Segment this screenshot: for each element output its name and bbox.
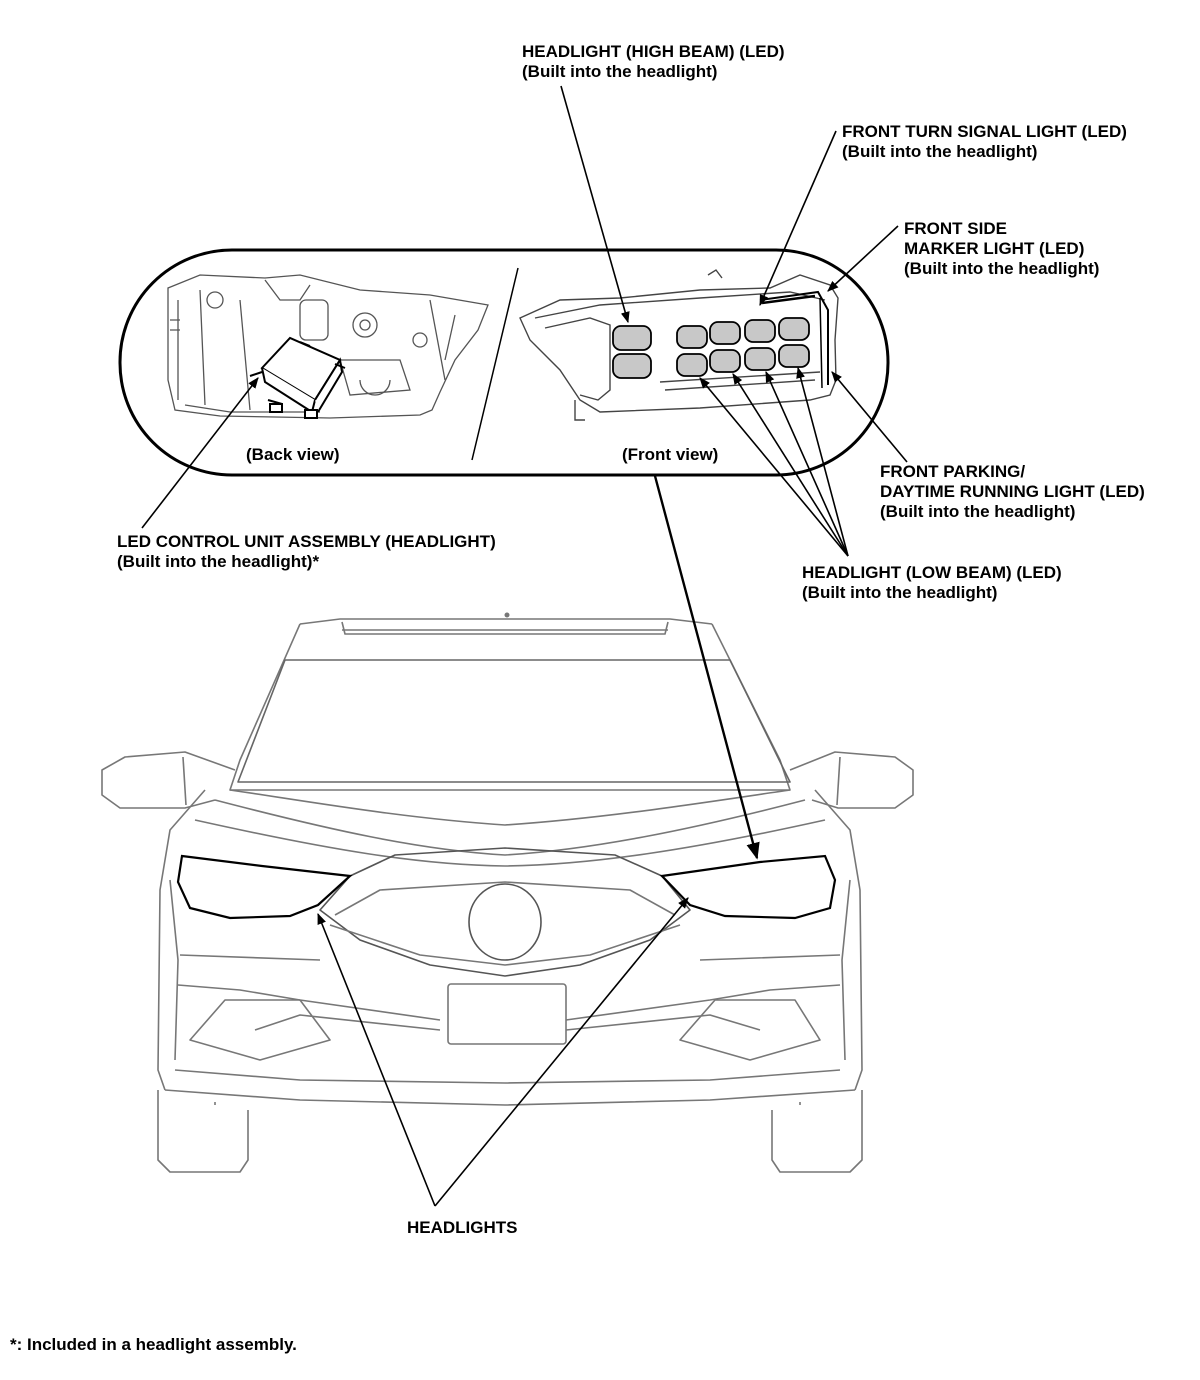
callout-high-beam-line1: HEADLIGHT (HIGH BEAM) (LED) — [522, 42, 785, 61]
callout-led-control-unit-line2: (Built into the headlight)* — [117, 552, 320, 571]
leader-low-beam-3 — [765, 370, 849, 557]
leader-side-marker — [827, 225, 899, 292]
leader-turn-signal — [759, 130, 837, 307]
callout-led-control-unit-line1: LED CONTROL UNIT ASSEMBLY (HEADLIGHT) — [117, 532, 496, 551]
inset-divider — [471, 267, 519, 461]
leader-headlight-right — [434, 897, 689, 1207]
callout-low-beam-line2: (Built into the headlight) — [802, 583, 998, 602]
led-control-unit-box — [249, 336, 346, 419]
car-headlights — [176, 854, 837, 920]
callout-low-beam: HEADLIGHT (LOW BEAM) (LED) (Built into t… — [802, 563, 1062, 603]
leader-low-beam-4 — [796, 366, 849, 557]
front-view-label: (Front view) — [622, 445, 719, 464]
leader-lines — [141, 85, 908, 1207]
callout-low-beam-line1: HEADLIGHT (LOW BEAM) (LED) — [802, 563, 1062, 582]
callout-side-marker-line1: FRONT SIDE — [904, 219, 1007, 238]
callout-turn-signal-line2: (Built into the headlight) — [842, 142, 1038, 161]
right-headlight — [659, 854, 837, 920]
inset-frame — [118, 248, 890, 477]
callout-turn-signal: FRONT TURN SIGNAL LIGHT (LED) (Built int… — [842, 122, 1127, 162]
car-front-outline — [101, 618, 914, 1173]
callout-parking-drl-line1: FRONT PARKING/ — [880, 462, 1026, 481]
leader-led-control-unit — [141, 377, 259, 529]
callout-side-marker: FRONT SIDE MARKER LIGHT (LED) (Built int… — [904, 219, 1099, 279]
callout-high-beam: HEADLIGHT (HIGH BEAM) (LED) (Built into … — [522, 42, 785, 82]
leader-low-beam-1 — [699, 377, 849, 557]
callout-side-marker-line3: (Built into the headlight) — [904, 259, 1100, 278]
leader-high-beam — [560, 85, 630, 324]
leader-low-beam-2 — [732, 373, 849, 557]
left-headlight — [176, 854, 353, 920]
callout-high-beam-line2: (Built into the headlight) — [522, 62, 718, 81]
callout-turn-signal-line1: FRONT TURN SIGNAL LIGHT (LED) — [842, 122, 1127, 141]
high-beam-modules — [612, 325, 652, 379]
callout-parking-drl: FRONT PARKING/ DAYTIME RUNNING LIGHT (LE… — [880, 462, 1145, 522]
callout-parking-drl-line2: DAYTIME RUNNING LIGHT (LED) — [880, 482, 1145, 501]
turn-signal-strip — [761, 294, 816, 305]
callout-headlights-line1: HEADLIGHTS — [407, 1218, 518, 1237]
callout-led-control-unit: LED CONTROL UNIT ASSEMBLY (HEADLIGHT) (B… — [117, 532, 496, 572]
back-view-label: (Back view) — [246, 445, 340, 464]
callout-headlights: HEADLIGHTS — [407, 1218, 518, 1238]
leader-inset-to-car — [653, 475, 760, 860]
leader-headlight-left — [317, 912, 436, 1207]
leader-parking-drl — [831, 371, 908, 463]
callout-parking-drl-line3: (Built into the headlight) — [880, 502, 1076, 521]
footnote: *: Included in a headlight assembly. — [10, 1335, 297, 1354]
callout-side-marker-line2: MARKER LIGHT (LED) — [904, 239, 1085, 258]
antenna — [504, 612, 510, 618]
low-beam-modules — [676, 317, 810, 377]
